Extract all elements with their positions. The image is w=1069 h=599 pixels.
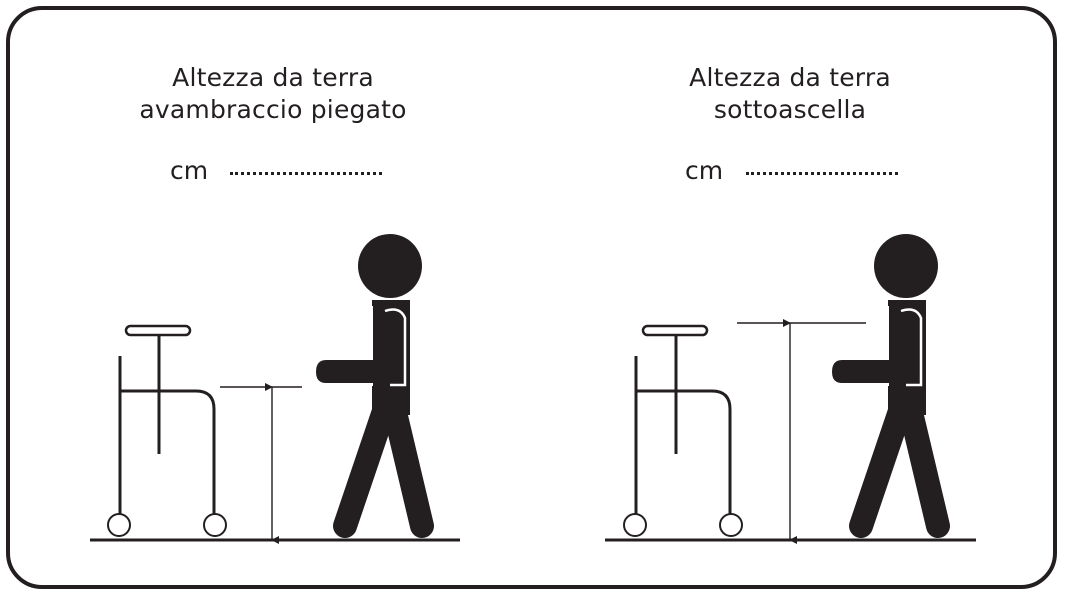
- left-title-line2: avambraccio piegato: [139, 95, 407, 124]
- right-panel-title: Altezza da terra sottoascella: [580, 62, 1000, 126]
- right-title-line1: Altezza da terra: [689, 63, 891, 92]
- card-frame: [6, 6, 1057, 589]
- left-panel-title: Altezza da terra avambraccio piegato: [63, 62, 483, 126]
- right-title-line2: sottoascella: [713, 95, 867, 124]
- right-measure-field[interactable]: [746, 172, 898, 175]
- right-height-arrow: [737, 319, 866, 544]
- left-person-icon: [316, 234, 434, 538]
- left-title-line1: Altezza da terra: [172, 63, 374, 92]
- left-height-arrow: [220, 383, 302, 544]
- left-walker-icon: [107, 324, 227, 537]
- left-unit-label: cm: [170, 156, 209, 185]
- right-unit-label: cm: [685, 156, 724, 185]
- right-person-icon: [832, 234, 950, 538]
- left-measure-field[interactable]: [230, 172, 382, 175]
- right-illustration: [605, 234, 976, 544]
- left-illustration: [90, 234, 460, 544]
- right-walker-icon: [623, 324, 743, 537]
